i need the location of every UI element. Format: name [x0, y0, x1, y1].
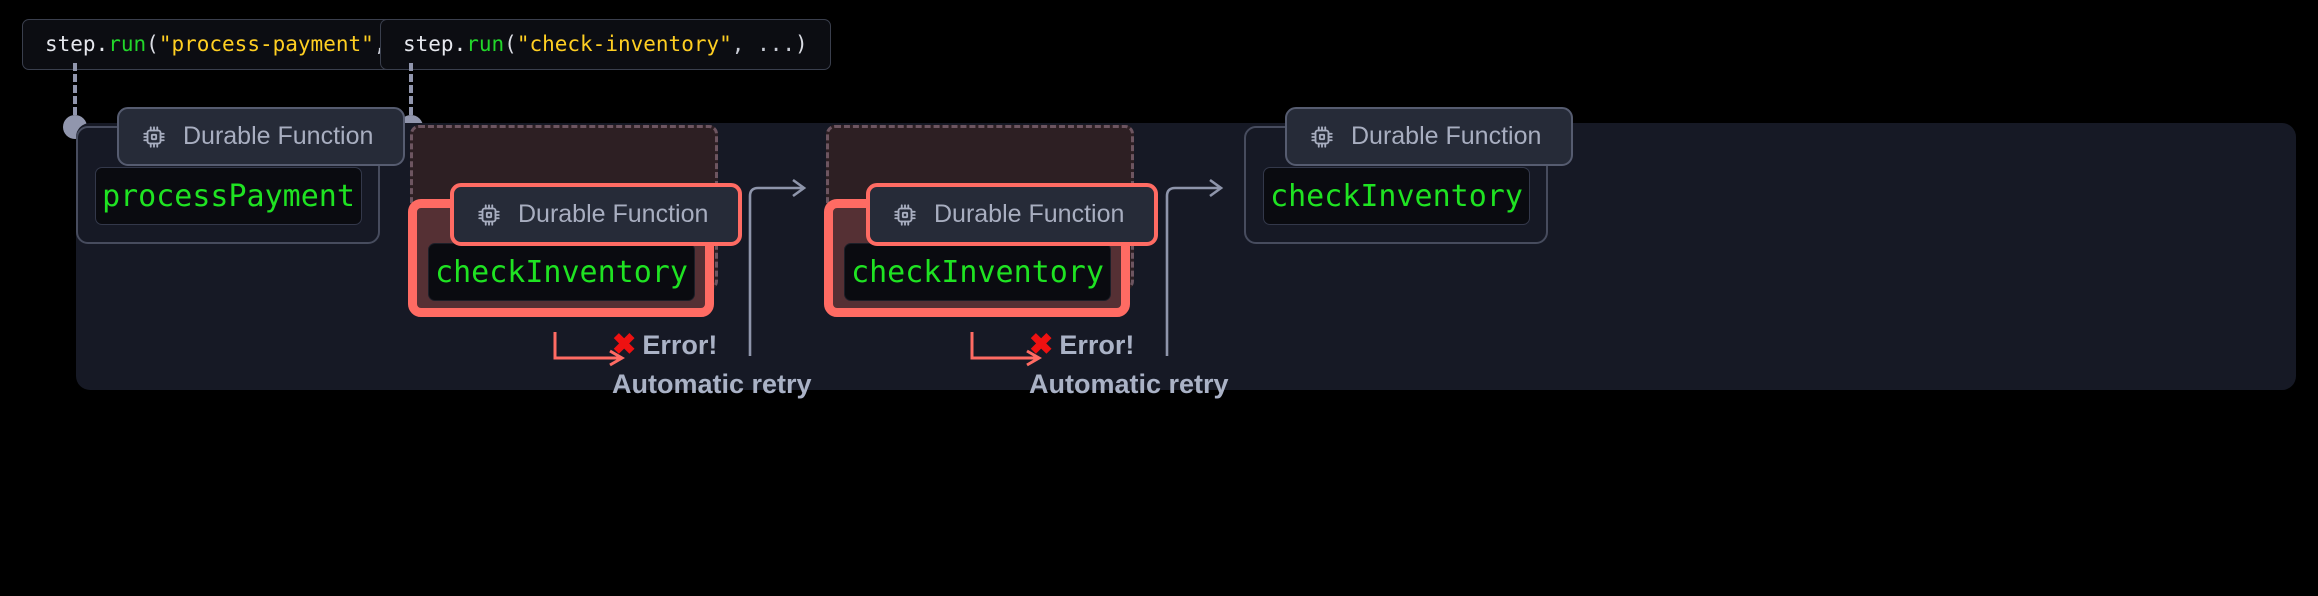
error-x-icon: ✖	[1029, 329, 1054, 361]
step-1-code-box: processPayment	[95, 167, 362, 225]
step-1-durable-function-badge: Durable Function	[117, 107, 406, 166]
cpu-chip-icon	[141, 124, 167, 150]
callout-2-dot: .	[453, 32, 467, 56]
cpu-chip-icon	[476, 202, 502, 228]
callout-2-open-paren: (	[504, 32, 517, 56]
step-2-code-box: checkInventory	[428, 243, 695, 301]
step-4-function-name: checkInventory	[1270, 178, 1523, 214]
error-1-subtitle: Automatic retry	[612, 369, 812, 399]
callout-check-inventory: step.run("check-inventory", ...)	[380, 19, 831, 70]
callout-2-string-arg: "check-inventory"	[516, 32, 732, 56]
step-2-function-name: checkInventory	[435, 254, 688, 290]
error-x-icon: ✖	[612, 329, 637, 361]
callout-2-method: run	[466, 32, 505, 56]
step-4-code-box: checkInventory	[1263, 167, 1530, 225]
error-2-subtitle: Automatic retry	[1029, 369, 1229, 399]
step-2-badge-label: Durable Function	[518, 200, 709, 228]
step-3-function-name: checkInventory	[851, 254, 1104, 290]
callout-2-object: step	[403, 32, 454, 56]
callout-1-string-arg: "process-payment"	[158, 32, 374, 56]
error-annotation-1: ✖ Error! Automatic retry	[612, 331, 812, 398]
callout-1-method: run	[108, 32, 147, 56]
retry-arrow-1	[553, 332, 625, 367]
retry-arrow-2	[970, 332, 1042, 367]
callout-1-open-paren: (	[146, 32, 159, 56]
callout-1-dot: .	[95, 32, 109, 56]
step-4-durable-function-badge: Durable Function	[1285, 107, 1574, 166]
step-3-durable-function-badge: Durable Function	[866, 183, 1159, 246]
cpu-chip-icon	[1309, 124, 1335, 150]
callout-2-comma: ,	[731, 32, 758, 56]
callout-1-object: step	[45, 32, 96, 56]
step-4-badge-label: Durable Function	[1351, 122, 1542, 150]
step-3-code-box: checkInventory	[844, 243, 1111, 301]
error-2-title-row: ✖ Error!	[1029, 331, 1229, 360]
callout-2-dropline	[409, 63, 413, 126]
callout-2-close-paren: )	[795, 32, 808, 56]
error-1-title: Error!	[642, 330, 718, 360]
step-3-badge-label: Durable Function	[934, 200, 1125, 228]
error-annotation-2: ✖ Error! Automatic retry	[1029, 331, 1229, 398]
callout-2-ellipsis: ...	[757, 32, 795, 56]
step-1-badge-label: Durable Function	[183, 122, 374, 150]
cpu-chip-icon	[892, 202, 918, 228]
retry-continue-arrow-2	[1165, 178, 1224, 356]
callout-1-dropline	[73, 63, 77, 126]
step-2-durable-function-badge: Durable Function	[450, 183, 743, 246]
step-1-function-name: processPayment	[102, 178, 355, 214]
error-1-title-row: ✖ Error!	[612, 331, 812, 360]
error-2-title: Error!	[1059, 330, 1135, 360]
retry-continue-arrow-1	[748, 178, 807, 356]
